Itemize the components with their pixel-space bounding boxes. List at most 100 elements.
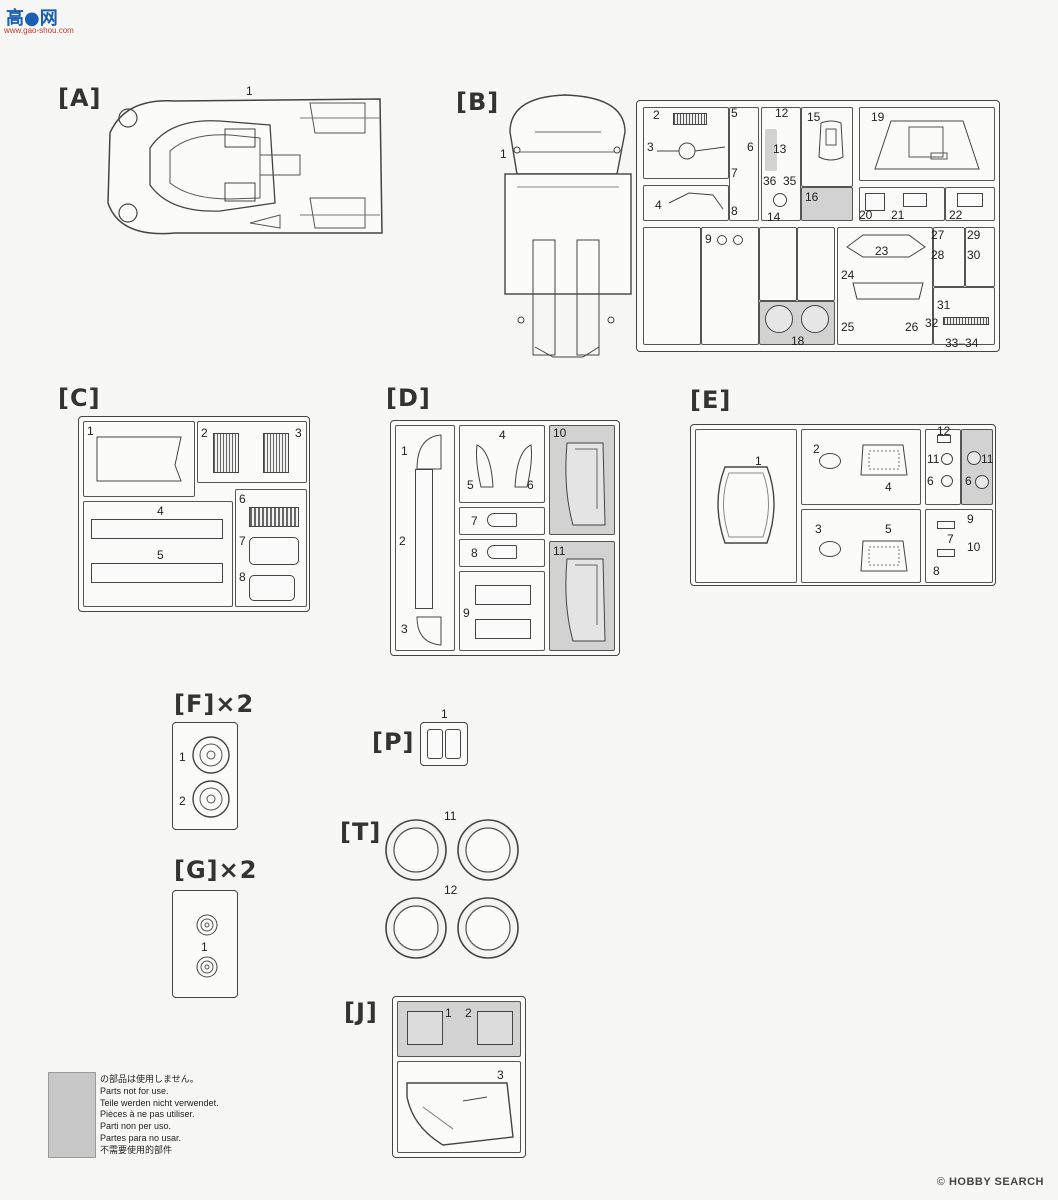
section-a-label: [A]: [58, 84, 102, 112]
part-e11b-number: 11: [981, 452, 994, 466]
part-d10: [565, 442, 606, 526]
part-f1-wheel: [192, 736, 230, 774]
part-b13-number: 13: [773, 142, 787, 156]
watermark-text: 高●网: [6, 8, 58, 29]
tire-t12-right: [457, 897, 519, 959]
part-e5-number: 5: [885, 522, 892, 536]
part-b24-number: 24: [841, 268, 855, 282]
part-j3-panel: [406, 1082, 514, 1146]
runner-e-cell-6b-11b-grey: [961, 429, 993, 505]
part-b4-number: 4: [655, 198, 662, 212]
runner-p: [420, 722, 468, 766]
part-b15-number: 15: [807, 110, 821, 124]
runner-d-cell-7: [459, 507, 545, 535]
part-d11-number: 11: [553, 544, 566, 558]
runner-e: 1 2 4 3 5 12 11 6 11 6 7 8 9 10: [690, 424, 996, 586]
runner-d-cell-4-6: [459, 425, 545, 503]
part-b7-number: 7: [731, 166, 738, 180]
part-c4: [91, 519, 223, 539]
part-c5: [91, 563, 223, 583]
legend-line-de: Teile werden nicht verwendet.: [100, 1097, 219, 1108]
part-d9a: [475, 585, 531, 605]
part-c6-number: 6: [239, 492, 246, 506]
runner-b-cell-4: [643, 185, 729, 221]
part-b20-number: 20: [859, 208, 873, 222]
part-b14-gear: [773, 193, 787, 207]
part-j2: [477, 1011, 513, 1045]
part-c7-grey: [249, 537, 299, 565]
section-p-label: [P]: [372, 728, 415, 756]
part-b19-number: 19: [871, 110, 885, 124]
part-e4: [860, 444, 908, 476]
part-b30-number: 30: [967, 248, 981, 262]
part-b23-frame: [846, 234, 926, 258]
runner-b-cell-23-26: [837, 227, 933, 345]
runner-b-cell-16-grey: [801, 187, 853, 221]
watermark-logo: 高●网 www.gao-shou.com: [4, 4, 84, 38]
part-b36-number: 36: [763, 174, 777, 188]
part-e6a: [941, 475, 953, 487]
part-b21: [903, 193, 927, 207]
part-j1: [407, 1011, 443, 1045]
runner-b-cell-9: [701, 227, 759, 345]
part-d8: [487, 545, 517, 559]
part-c1-number: 1: [87, 424, 94, 438]
legend-line-it: Parti non per uso.: [100, 1121, 172, 1132]
part-d7-number: 7: [471, 514, 478, 528]
part-c4-number: 4: [157, 504, 164, 518]
part-b9-number: 9: [705, 232, 712, 246]
part-e6b-number: 6: [965, 474, 972, 488]
part-b25-number: 25: [841, 320, 855, 334]
part-b4-rod: [668, 192, 724, 210]
part-e3-number: 3: [815, 522, 822, 536]
part-b23-number: 23: [875, 244, 889, 258]
runner-j: 1 2 3: [392, 996, 526, 1158]
runner-c: 1 2 3 4 5 6 7 8: [78, 416, 310, 612]
watermark-url: www.gao-shou.com: [4, 26, 74, 35]
legend-swatch: [48, 1072, 96, 1158]
runner-d: 1 2 3 4 5 6 7 8 9 10 11: [390, 420, 620, 656]
part-e7: [937, 521, 955, 529]
legend-line-ja: の部品は使用しません。: [100, 1074, 199, 1084]
part-b1-number: 1: [500, 147, 507, 161]
part-d2-number: 2: [399, 534, 406, 548]
tire-t12-left: [385, 897, 447, 959]
part-d5-number: 5: [467, 478, 474, 492]
part-e9-number: 9: [967, 512, 974, 526]
legend-line-en: Parts not for use.: [100, 1085, 169, 1096]
part-b8-number: 8: [731, 204, 738, 218]
part-e4-number: 4: [885, 480, 892, 494]
runner-b-cell-13-grey: [765, 129, 777, 171]
tire-t11-left: [385, 819, 447, 881]
section-e-label: [E]: [690, 386, 732, 414]
section-j-label: [J]: [344, 998, 378, 1026]
part-e11-number: 11: [927, 452, 940, 466]
part-j2-number: 2: [465, 1006, 472, 1020]
part-b1-chassis: [504, 94, 632, 358]
runner-b-cell-bottom-left: [643, 227, 701, 345]
part-d10-number: 10: [553, 426, 567, 440]
part-b2-number: 2: [653, 108, 660, 122]
part-g1-number: 1: [201, 940, 208, 954]
runner-b-cell-29-30: [965, 227, 995, 287]
part-b32-number: 32: [925, 316, 939, 330]
part-e12-grey: [937, 435, 951, 443]
section-g-label: [G]×2: [174, 856, 258, 884]
part-c8: [249, 575, 295, 601]
part-d5-d6-brackets: [476, 444, 532, 488]
legend-text: の部品は使用しません。 Parts not for use. Teile wer…: [100, 1074, 219, 1157]
part-b6-number: 6: [747, 140, 754, 154]
part-a1-number: 1: [246, 84, 253, 98]
part-b31-number: 31: [937, 298, 951, 312]
part-d6-number: 6: [527, 478, 534, 492]
section-b-label: [B]: [456, 88, 500, 116]
part-p1-number: 1: [441, 707, 448, 721]
part-g1-hub-a: [196, 914, 218, 936]
part-b29-number: 29: [967, 228, 981, 242]
runner-c-cell-4-5: [83, 501, 233, 607]
part-a1-body-shell: [107, 98, 383, 235]
part-f1-number: 1: [179, 750, 186, 764]
part-d3: [416, 616, 442, 646]
part-e3: [819, 541, 841, 557]
part-c5-number: 5: [157, 548, 164, 562]
